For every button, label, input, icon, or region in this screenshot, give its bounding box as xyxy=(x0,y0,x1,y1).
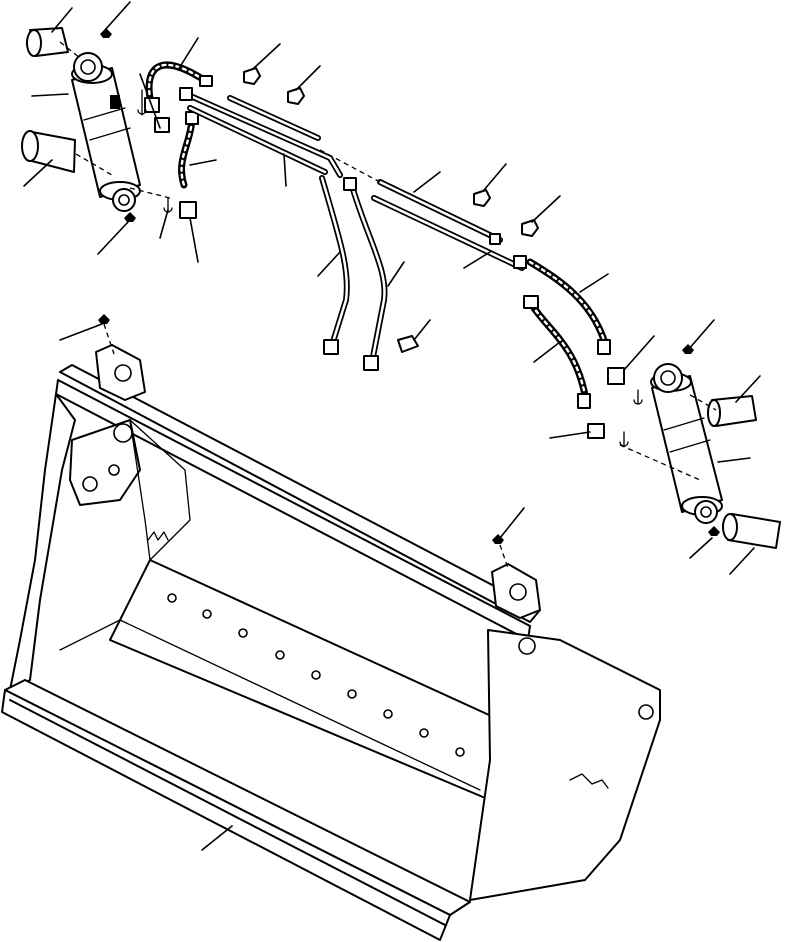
left-cylinder-top-pin xyxy=(26,27,69,57)
cotter-pins xyxy=(137,89,643,447)
tube-fittings xyxy=(179,87,527,371)
left-bucket-cylinder xyxy=(71,52,141,212)
right-cylinder-top-pin xyxy=(707,395,757,427)
left-cylinder-bottom-pin xyxy=(21,130,76,173)
back-wall-holes xyxy=(167,593,465,757)
right-bucket-cylinder xyxy=(650,363,723,524)
elbow-fittings xyxy=(154,117,625,439)
loader-bucket xyxy=(1,344,661,941)
right-cylinder-bottom-pin xyxy=(722,513,781,549)
grease-fittings xyxy=(98,28,720,544)
steel-tubes xyxy=(183,91,525,365)
hydraulic-hoses xyxy=(145,61,608,399)
callout-leaders xyxy=(23,1,761,851)
assembly-lines xyxy=(59,41,717,569)
tube-clamps xyxy=(243,67,539,353)
